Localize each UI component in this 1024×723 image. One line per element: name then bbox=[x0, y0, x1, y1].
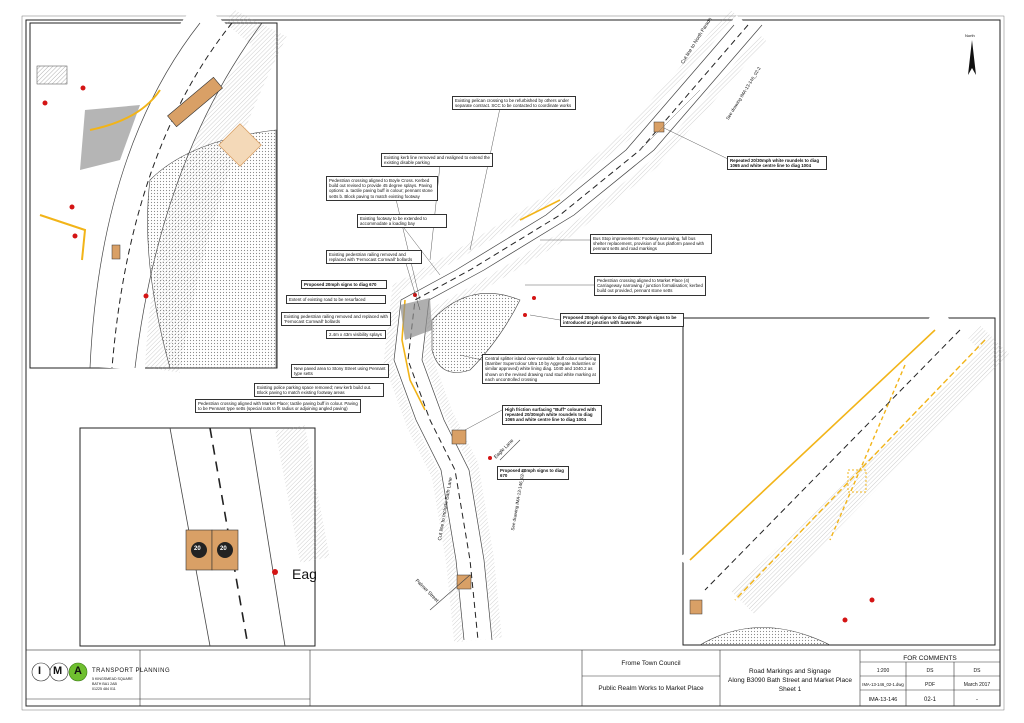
inset-right bbox=[679, 308, 1010, 646]
address-line-3: 01225 484 011 bbox=[92, 687, 116, 691]
note-resurface: Extent of existing road to be resurfaced bbox=[286, 295, 386, 305]
note-stony-street: New paved area to Stony Street using Pen… bbox=[291, 364, 389, 379]
note-pelican-crossing: Existing pelican crossing to be refurbis… bbox=[452, 96, 576, 111]
inset-top-left bbox=[29, 0, 287, 373]
note-ped-crossing-market: Pedestrian crossing aligned with Market … bbox=[195, 399, 361, 414]
eagle-partial-label: Eag bbox=[292, 566, 317, 582]
note-20mph-2: Proposed 20mph signs to diag 670. 30mph … bbox=[560, 313, 684, 328]
note-railing-1: Existing pedestrian railing removed and … bbox=[326, 250, 422, 265]
title-block bbox=[25, 649, 1001, 707]
note-splitter-island: Central splitter island over-runnable: b… bbox=[482, 354, 600, 385]
north-arrow bbox=[968, 40, 976, 75]
logo-letter-i: I bbox=[38, 665, 42, 677]
company-name: TRANSPORT PLANNING bbox=[92, 668, 171, 674]
drawing-title-1: Road Markings and Signage bbox=[748, 668, 832, 675]
drawing-number: 02-1 bbox=[923, 697, 936, 703]
logo-letter-m: M bbox=[53, 665, 63, 677]
note-bus-stop: Bus Stop improvements: Footway narrowing… bbox=[590, 234, 712, 254]
job-number: IMA-13-146 bbox=[868, 697, 898, 703]
date: March 2017 bbox=[963, 682, 991, 688]
roundel-text-2: 20 bbox=[220, 546, 227, 552]
main-plan bbox=[383, 9, 767, 643]
note-20mph-3: Proposed 20mph signs to diag 670 bbox=[497, 466, 569, 481]
checked-by: DS bbox=[973, 668, 981, 674]
note-visibility: 2.4m x 43m visibility splays bbox=[326, 330, 386, 340]
drawing-title-2: Along B3090 Bath Street and Market Place bbox=[728, 677, 852, 684]
file-format: PDF bbox=[925, 682, 935, 688]
note-police-parking: Existing police parking space removed; n… bbox=[254, 383, 384, 398]
drawing-title-3: Sheet 1 bbox=[778, 686, 802, 693]
drawn-by: DS bbox=[926, 668, 934, 674]
scale: 1:200 bbox=[876, 668, 890, 674]
note-railing-2: Existing pedestrian railing removed and … bbox=[281, 312, 391, 327]
inset-bottom-left bbox=[79, 425, 330, 647]
note-ped-crossing-4: Pedestrian crossing aligned to Market Pl… bbox=[594, 276, 706, 296]
client-name: Frome Town Council bbox=[621, 660, 681, 667]
project-name: Public Realm Works to Market Place bbox=[598, 685, 704, 692]
status: FOR COMMENTS bbox=[903, 655, 957, 662]
note-high-friction: High friction surfacing "Buff" coloured … bbox=[502, 405, 602, 425]
note-footway-loading: Existing footway to be extended to accom… bbox=[357, 214, 447, 229]
logo-letter-a: A bbox=[74, 665, 82, 677]
note-kerb-realign: Existing kerb line removed and realigned… bbox=[381, 153, 493, 168]
note-20mph-1: Proposed 20mph signs to diag 670 bbox=[301, 280, 387, 290]
note-ped-crossing-boyle: Pedestrian crossing aligned to Boyle Cro… bbox=[326, 176, 438, 201]
address-line-1: 5 KINGSMEAD SQUARE bbox=[92, 677, 133, 681]
roundel-text-1: 20 bbox=[194, 546, 201, 552]
address-line-2: BATH BA1 2AB bbox=[92, 682, 117, 686]
north-label: North bbox=[965, 33, 975, 38]
note-roundels-top: Repeated 20/30mph white roundels to diag… bbox=[727, 156, 827, 171]
file-name: IMA-13-146_02-1.dwg bbox=[862, 682, 904, 687]
revision: - bbox=[976, 697, 978, 703]
